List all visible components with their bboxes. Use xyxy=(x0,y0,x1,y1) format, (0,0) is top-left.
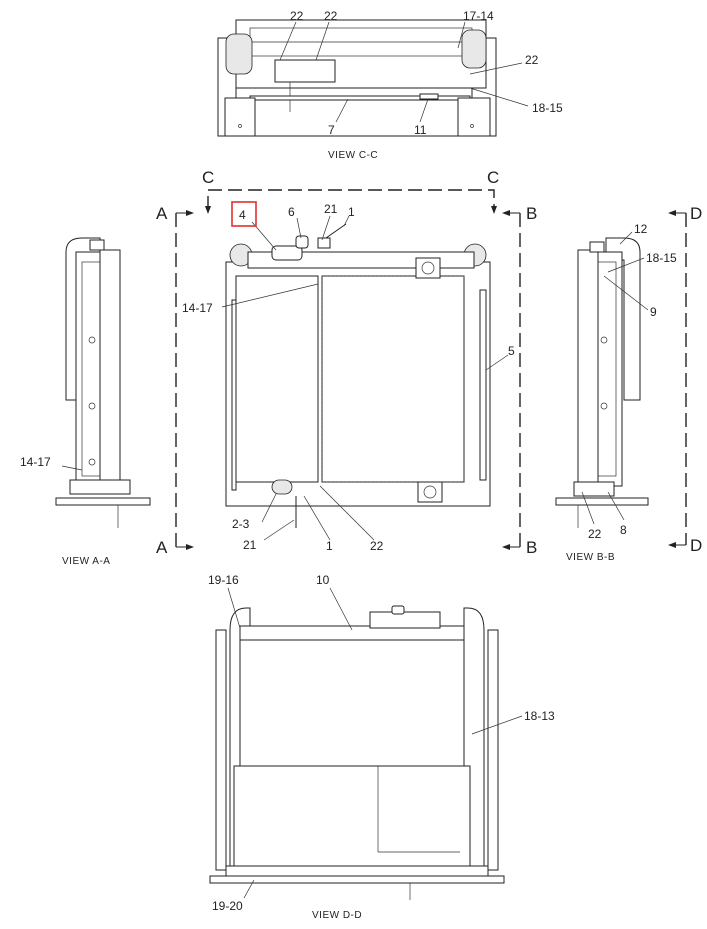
callout-f-2-3: 2-3 xyxy=(232,517,250,531)
section-letter-c-right: C xyxy=(487,168,499,187)
callout-dd-19-16: 19-16 xyxy=(208,573,239,587)
view-aa-caption: VIEW A-A xyxy=(62,556,110,567)
section-letter-b-top: B xyxy=(526,204,537,223)
callout-cc-7: 7 xyxy=(328,123,335,137)
section-letter-c-left: C xyxy=(202,168,214,187)
section-letter-d-bottom: D xyxy=(690,536,702,555)
view-dd-caption: VIEW D-D xyxy=(312,910,362,921)
callout-bb-18-15: 18-15 xyxy=(646,251,677,265)
callout-cc-22b: 22 xyxy=(324,9,338,23)
callout-cc-22a: 22 xyxy=(290,9,304,23)
callout-dd-19-20: 19-20 xyxy=(212,899,243,913)
callout-f-5: 5 xyxy=(508,344,515,358)
callout-f-1b: 1 xyxy=(326,539,333,553)
section-letter-d-top: D xyxy=(690,204,702,223)
callout-cc-22c: 22 xyxy=(525,53,539,67)
callout-bb-22: 22 xyxy=(588,527,602,541)
callout-bb-9: 9 xyxy=(650,305,657,319)
view-dd: 19-16 10 18-13 19-20 VIEW D-D xyxy=(208,573,555,921)
section-lines: C C A A B B D D xyxy=(156,168,702,557)
callout-bb-8: 8 xyxy=(620,523,627,537)
view-cc: 22 22 17-14 22 18-15 7 11 VIEW C-C xyxy=(217,9,563,161)
callout-f-4: 4 xyxy=(239,208,246,222)
view-bb: 12 18-15 9 22 8 VIEW B-B xyxy=(555,222,677,563)
section-letter-a-top: A xyxy=(156,204,168,223)
callout-dd-18-13: 18-13 xyxy=(524,709,555,723)
view-bb-caption: VIEW B-B xyxy=(566,552,615,563)
callout-f-1a: 1 xyxy=(348,205,355,219)
callout-f-21b: 21 xyxy=(243,538,257,552)
section-letter-b-bottom: B xyxy=(526,538,537,557)
callout-f-14-17: 14-17 xyxy=(182,301,213,315)
callout-f-6: 6 xyxy=(288,205,295,219)
view-cc-caption: VIEW C-C xyxy=(328,150,378,161)
callout-aa-14-17: 14-17 xyxy=(20,455,51,469)
view-aa: 14-17 VIEW A-A xyxy=(20,237,151,567)
callout-f-21a: 21 xyxy=(324,202,338,216)
front-view: 4 6 21 1 14-17 5 2-3 21 1 22 xyxy=(182,201,515,553)
callout-dd-10: 10 xyxy=(316,573,330,587)
callout-cc-17-14: 17-14 xyxy=(463,9,494,23)
callout-f-22: 22 xyxy=(370,539,384,553)
section-letter-a-bottom: A xyxy=(156,538,168,557)
highlight-box xyxy=(231,201,257,227)
callout-cc-11: 11 xyxy=(414,123,427,137)
callout-cc-18-15: 18-15 xyxy=(532,101,563,115)
callout-bb-12: 12 xyxy=(634,222,648,236)
